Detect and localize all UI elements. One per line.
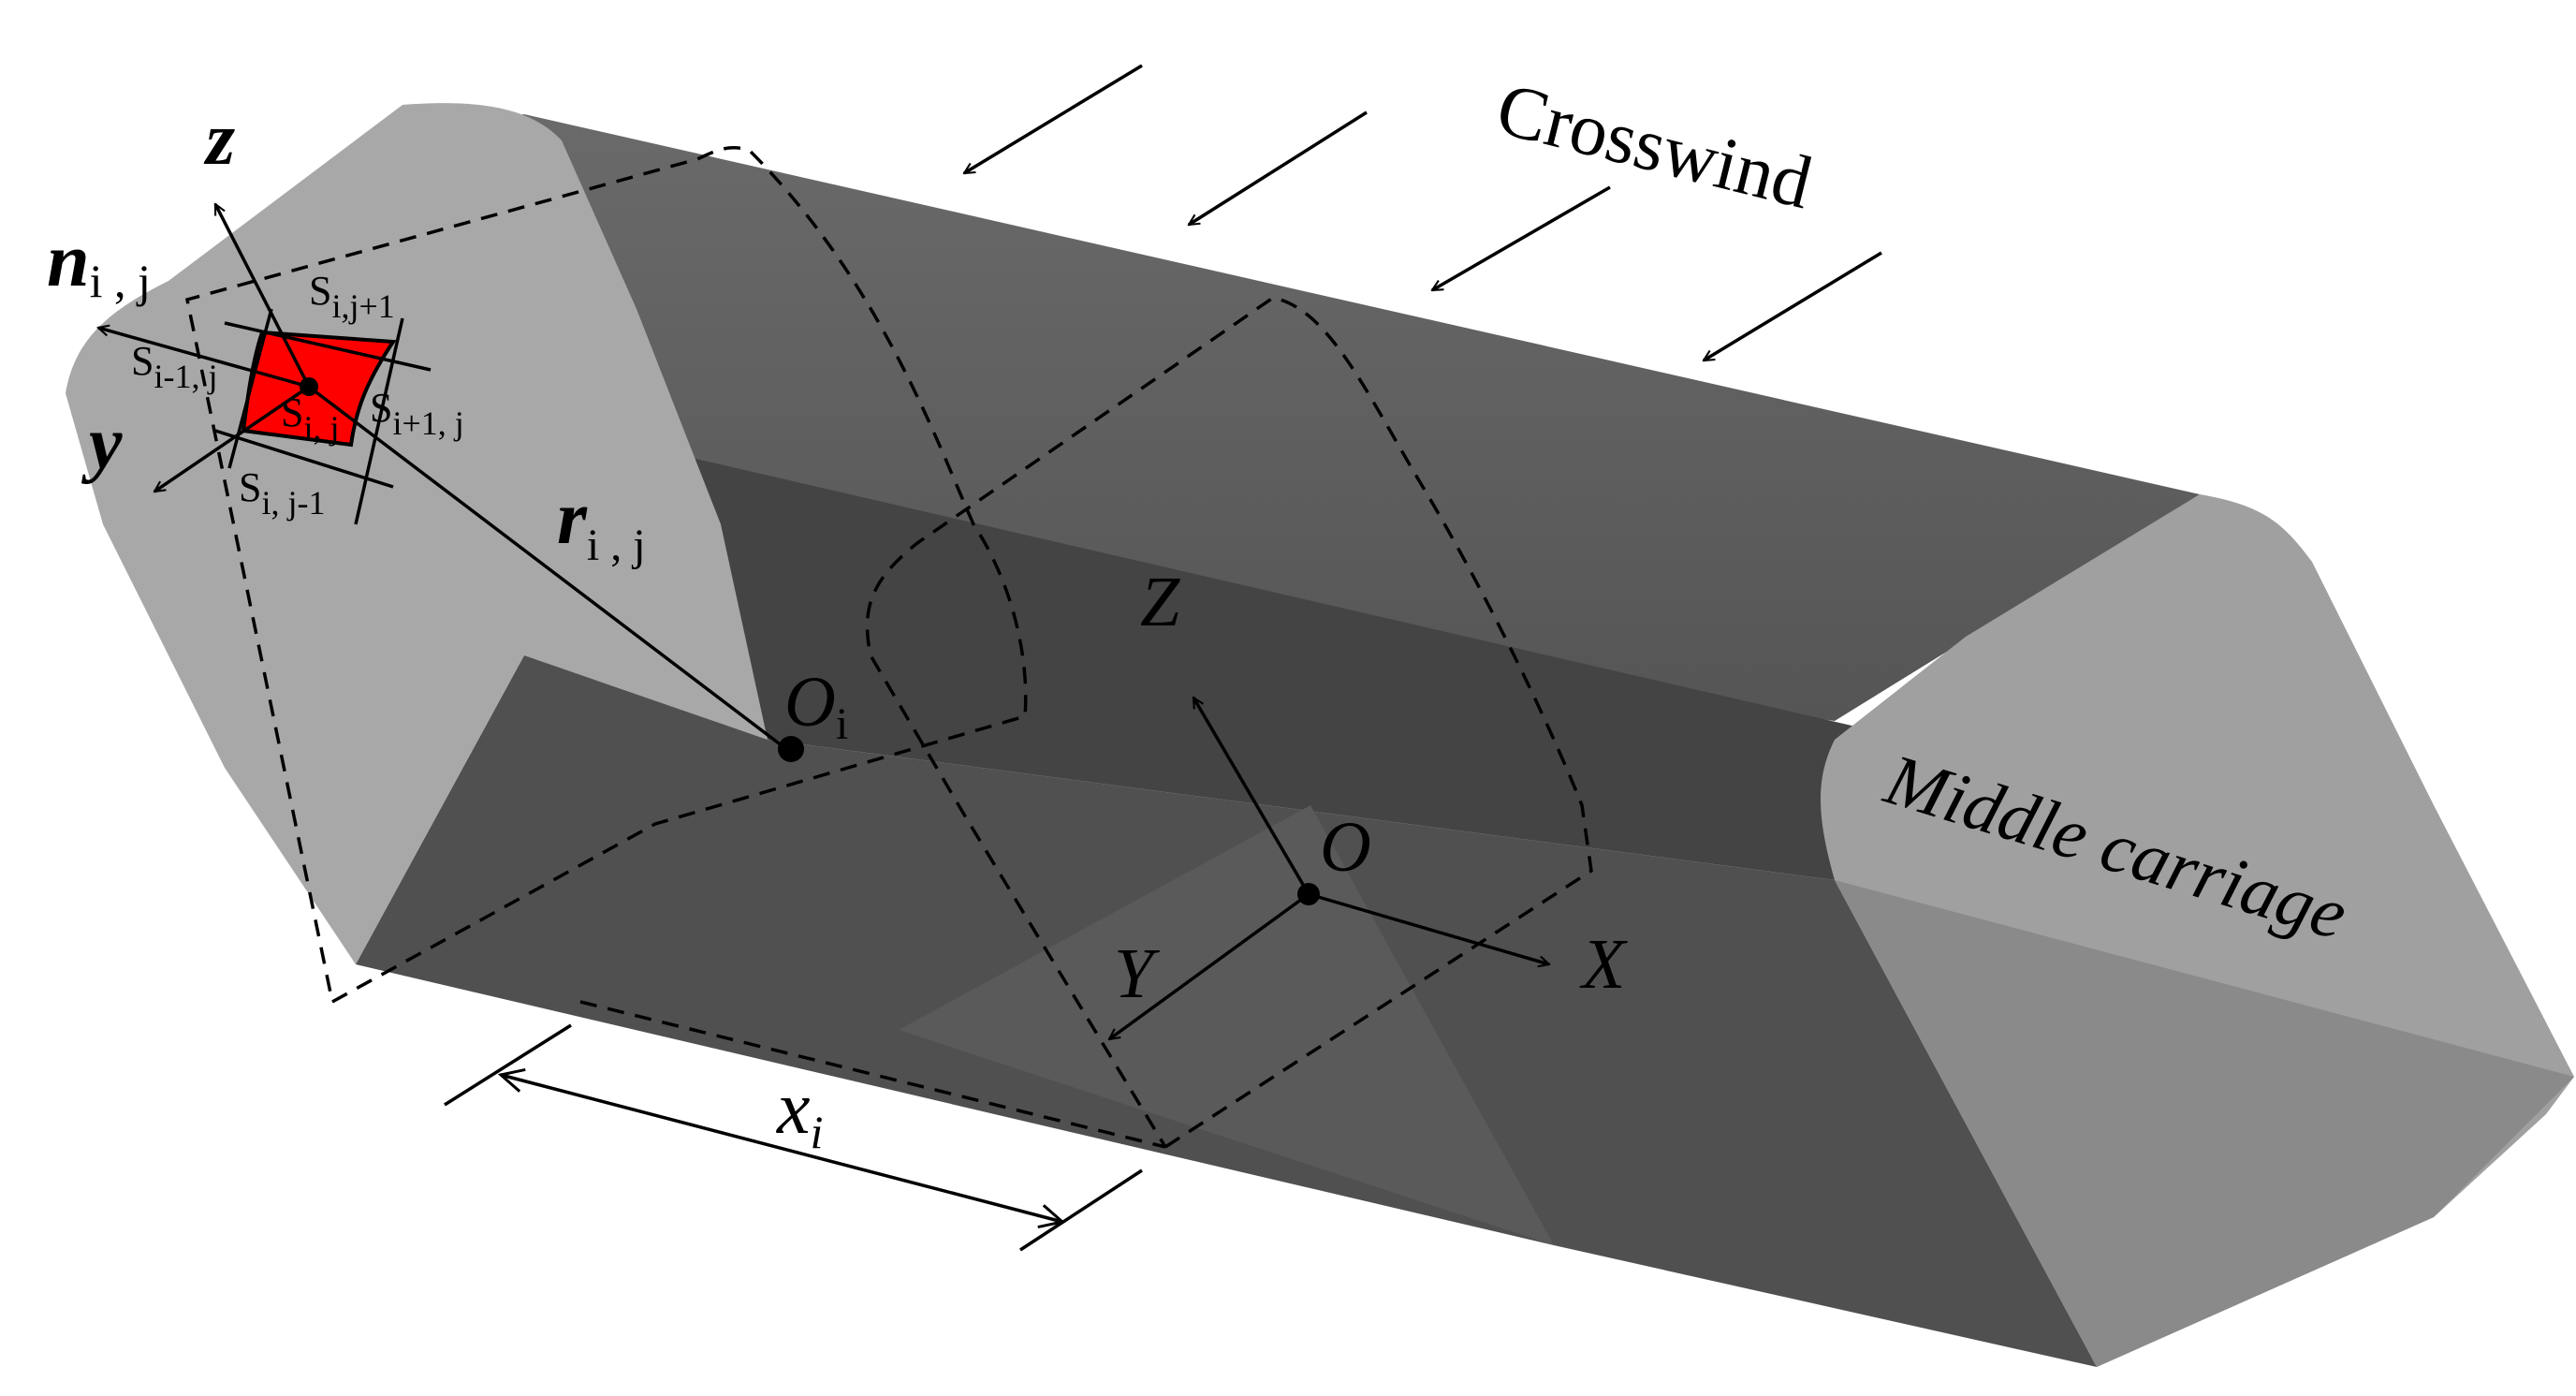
s-left-label: Si-1, j	[131, 338, 217, 395]
section-outline-link	[579, 1000, 1166, 1149]
r-vector-label: ri , j	[557, 475, 646, 570]
n-vector-label: ni , j	[47, 217, 151, 307]
z-local-axis	[213, 204, 311, 388]
y-global-axis	[1109, 892, 1310, 1041]
carriage-left-end-face	[66, 103, 768, 964]
patch-grid-right	[354, 317, 404, 525]
global-axes	[1109, 698, 1549, 1041]
element-patch	[241, 330, 397, 448]
s-center-sub: i, j	[303, 409, 339, 447]
carriage-roof	[281, 114, 2200, 721]
xi-main: x	[776, 1067, 811, 1150]
oi-sub: i	[836, 699, 848, 749]
s-center-label: Si, j	[281, 389, 340, 447]
section-outline-rear	[865, 296, 1593, 1149]
s-left-main: S	[131, 338, 154, 384]
o-global-label: O	[1320, 808, 1371, 887]
n-normal-vector	[98, 328, 310, 389]
patch-grid-top	[224, 321, 432, 372]
section-outline-front	[184, 146, 1028, 1004]
carriage-lower-panel	[899, 805, 1554, 1245]
crosswind-arrow-4	[1704, 251, 1882, 362]
r-position-vector	[307, 385, 788, 751]
y-global-label: Y	[1114, 934, 1161, 1013]
oi-point	[778, 736, 804, 762]
patch-grid-left	[227, 308, 273, 469]
carriage-right-end-shade	[1835, 880, 2574, 1367]
n-vector-main: n	[47, 217, 90, 302]
z-global-label: Z	[1140, 563, 1180, 641]
s-bottom-main: S	[239, 464, 261, 510]
z-global-axis	[1192, 698, 1310, 895]
s-bottom-sub: i, j-1	[261, 484, 325, 522]
r-vector-main: r	[557, 475, 588, 560]
s-center-main: S	[281, 389, 303, 435]
section-outlines	[184, 146, 1593, 1149]
z-local-label: z	[203, 98, 235, 181]
crosswind-arrow-1	[964, 64, 1143, 175]
xi-extension-left	[444, 1023, 572, 1107]
crosswind-arrow-3	[1432, 185, 1611, 292]
carriage-side-band	[524, 449, 1872, 880]
xi-dimension-line	[501, 1075, 1062, 1222]
s-bottom-label: Si, j-1	[239, 464, 325, 522]
xi-label: xi	[776, 1067, 823, 1158]
x-global-axis	[1308, 892, 1549, 964]
oi-label: Oi	[784, 663, 848, 749]
n-vector-sub: i , j	[90, 255, 151, 307]
s-top-label: Si,j+1	[309, 268, 395, 325]
s-right-sub: i+1, j	[392, 404, 463, 442]
crosswind-label: Crosswind	[1489, 67, 1820, 225]
s-top-sub: i,j+1	[331, 287, 394, 325]
s-right-label: Si+1, j	[370, 385, 464, 442]
crosswind-arrows	[964, 64, 1882, 362]
s-left-sub: i-1, j	[154, 358, 217, 395]
x-global-label: X	[1579, 925, 1628, 1004]
s-top-main: S	[309, 268, 331, 314]
y-local-axis	[154, 385, 310, 493]
oi-main: O	[784, 663, 836, 742]
xi-dimension	[444, 1023, 1143, 1252]
carriage-body	[66, 103, 2574, 1367]
r-vector-sub: i , j	[587, 521, 646, 570]
patch-grid-bottom	[214, 429, 394, 489]
surface-element	[98, 204, 804, 762]
s-right-main: S	[370, 385, 392, 431]
xi-extension-right	[1019, 1168, 1143, 1252]
crosswind-arrow-2	[1189, 110, 1368, 227]
xi-sub: i	[811, 1106, 824, 1158]
